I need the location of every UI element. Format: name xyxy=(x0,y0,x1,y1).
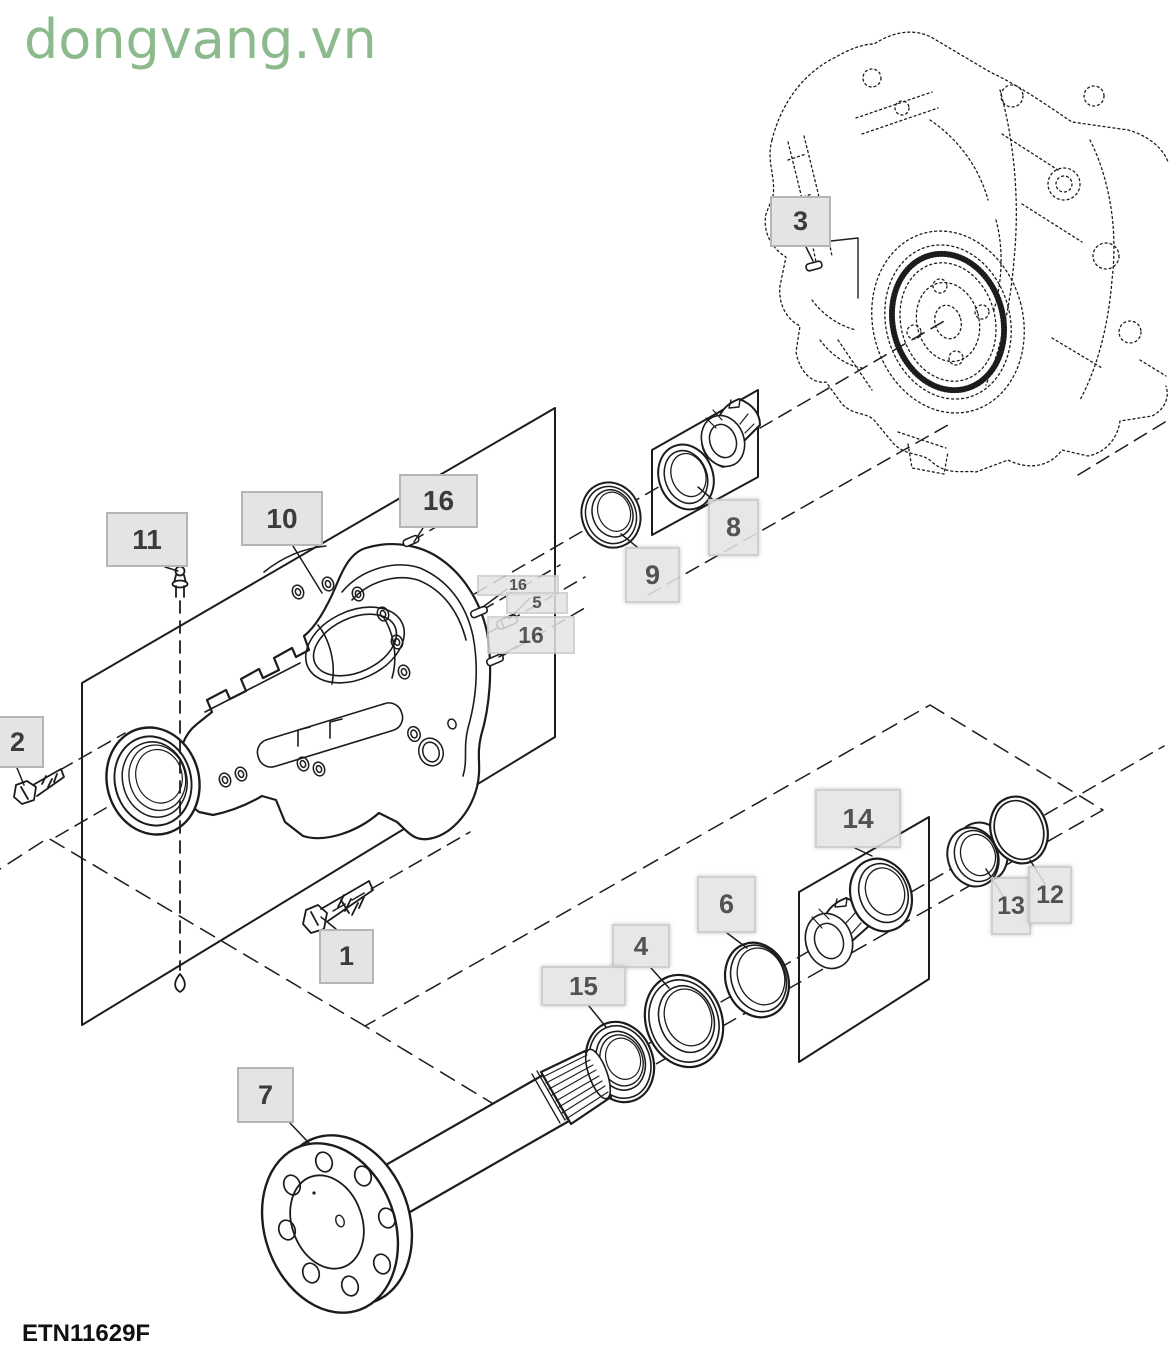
reference-bracket-3 xyxy=(830,237,859,299)
dowel-pin-16a xyxy=(402,534,420,548)
watermark: dongvang.vn xyxy=(24,8,377,71)
callout-14: 14 xyxy=(815,789,901,848)
housing-bolt-holes xyxy=(218,576,457,788)
callout-4: 4 xyxy=(612,924,670,968)
axle-tube-opening xyxy=(105,726,201,836)
callout-5: 5 xyxy=(506,592,568,614)
bearing-cup-14 xyxy=(848,857,914,933)
crank-pulley xyxy=(871,230,1025,414)
callout-11: 11 xyxy=(106,512,188,567)
callout-8: 8 xyxy=(708,499,759,556)
bearing-cone-14 xyxy=(804,897,870,970)
dowel-pin-16b xyxy=(469,605,489,619)
pin-3 xyxy=(805,260,823,272)
axle-shaft xyxy=(260,1048,613,1314)
callout-10: 10 xyxy=(241,491,323,546)
callout-16a: 16 xyxy=(399,474,478,528)
callout-9: 9 xyxy=(625,547,680,603)
figure-code: ETN11629F xyxy=(22,1320,151,1347)
bearing-cup-8 xyxy=(657,443,715,511)
assembly-panel-housing xyxy=(81,407,556,1026)
ring-4 xyxy=(643,973,725,1069)
callout-3: 3 xyxy=(770,196,831,247)
engine-block-reference xyxy=(764,31,1169,475)
callout-2: 2 xyxy=(0,716,44,768)
leader-lines xyxy=(16,246,1046,1144)
callout-7: 7 xyxy=(237,1067,294,1123)
bolt-1 xyxy=(302,880,374,934)
bearing-cone-8 xyxy=(700,398,761,468)
axle-housing xyxy=(105,542,492,841)
callout-15: 15 xyxy=(541,966,626,1006)
ring-6 xyxy=(724,941,790,1019)
callout-16c: 16 xyxy=(487,616,575,654)
callout-12: 12 xyxy=(1028,866,1072,924)
callout-6: 6 xyxy=(697,876,756,933)
callout-13: 13 xyxy=(991,877,1031,935)
bolt-2 xyxy=(13,768,65,805)
shaft-flange xyxy=(260,1134,414,1314)
seal-ring-9 xyxy=(580,481,642,549)
callout-1: 1 xyxy=(319,929,374,984)
